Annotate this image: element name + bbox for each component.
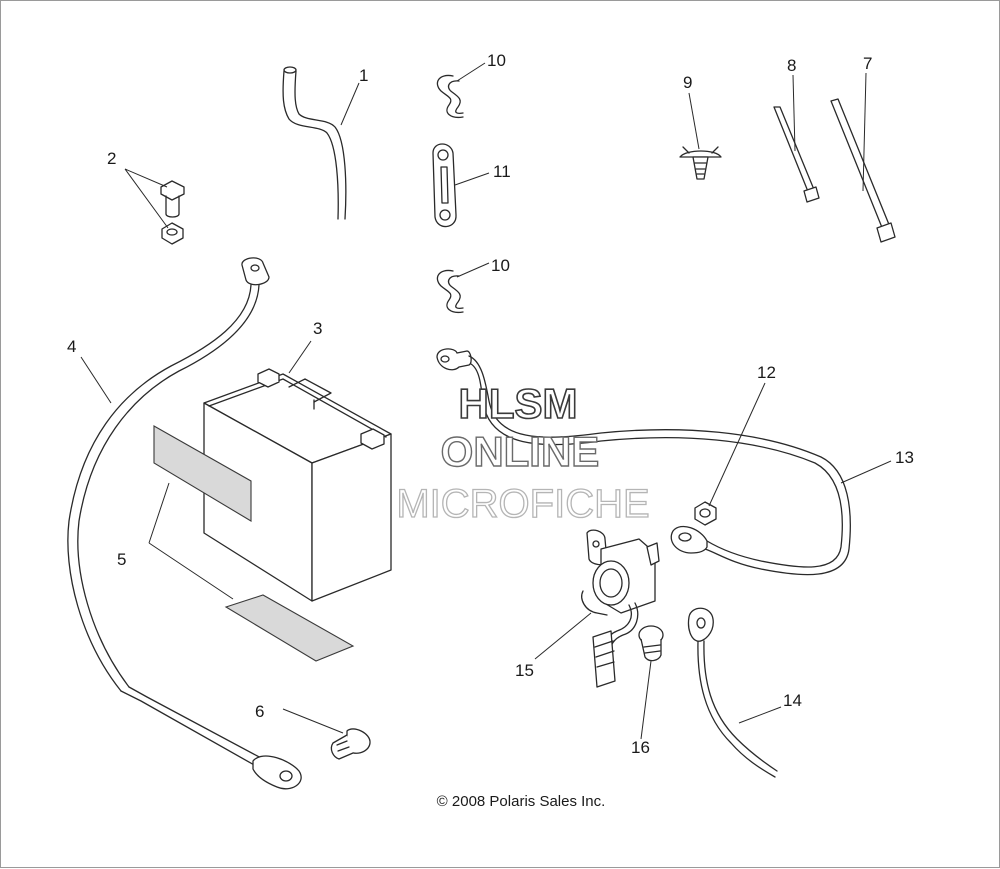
battery [203,368,392,602]
watermark: HLSM ONLINE MICROFICHE [396,379,651,526]
callout-13: 13 [895,448,914,467]
ground-cable [687,607,778,778]
battery-cable-positive [436,348,851,576]
leader-lines [80,62,892,740]
solenoid-bolt [638,625,664,662]
terminal-bolt [160,180,185,218]
link-bar [432,143,457,228]
push-rivet [679,146,722,180]
vent-tube [282,66,347,220]
callout-4: 4 [67,337,76,356]
watermark-line-1: HLSM [459,380,578,427]
callout-2: 2 [107,149,116,168]
copyright-notice: © 2008 Polaris Sales Inc. [436,793,606,810]
callout-7: 7 [863,54,872,73]
battery-cable-negative [67,257,302,790]
spring-clip-bottom [436,269,464,314]
callout-11: 11 [493,162,511,181]
battery-labels [153,425,355,662]
callout-15: 15 [515,661,534,680]
callout-8: 8 [787,56,796,75]
callout-10-bottom: 10 [491,256,510,275]
cable-tie-long [830,98,896,243]
cable-nut [694,501,717,526]
callout-14: 14 [783,691,802,710]
callout-12: 12 [757,363,776,382]
callout-5: 5 [117,550,126,569]
terminal-screw [330,728,371,760]
terminal-nut [161,222,184,245]
watermark-line-3: MICROFICHE [396,482,649,526]
callout-9: 9 [683,73,692,92]
spring-clip-top [436,74,464,119]
starter-solenoid [581,529,660,688]
cable-tie-short [773,106,820,203]
callout-6: 6 [255,702,264,721]
callout-16: 16 [631,738,650,757]
watermark-line-2: ONLINE [441,428,600,475]
callouts: 1 2 3 4 5 6 7 8 9 10 10 11 12 13 14 15 1… [67,51,914,757]
callout-3: 3 [313,319,322,338]
callout-1: 1 [359,66,368,85]
callout-10-top: 10 [487,51,506,70]
